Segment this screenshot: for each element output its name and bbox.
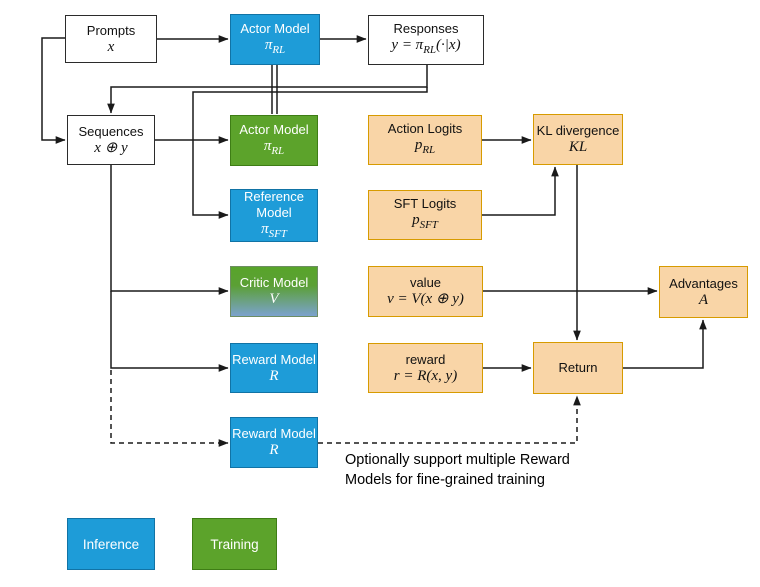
node-actor-model-inference: Actor Model πRL xyxy=(230,14,320,65)
node-math: πRL xyxy=(263,137,285,157)
edge-sftlogits-to-kl xyxy=(482,166,559,216)
node-math: v = V(x ⊕ y) xyxy=(387,291,464,307)
node-math: y = πRL(·|x) xyxy=(391,37,461,56)
node-kl-divergence: KL divergence KL xyxy=(533,114,623,165)
node-math: πSFT xyxy=(261,220,287,240)
edge-prompts-to-sequences xyxy=(41,37,66,144)
node-reward-model: Reward Model R xyxy=(230,343,318,393)
node-label: Critic Model xyxy=(239,275,309,290)
node-label: Actor Model xyxy=(239,121,309,137)
edge-sequences-to-reward xyxy=(110,291,229,372)
node-responses: Responses y = πRL(·|x) xyxy=(368,15,484,65)
legend-training: Training xyxy=(192,518,277,570)
node-reward-model-optional: Reward Model R xyxy=(230,417,318,468)
node-math: pRL xyxy=(414,137,436,156)
node-critic-model: Critic Model V xyxy=(230,266,318,317)
node-math: KL xyxy=(568,139,588,155)
node-label: Advantages xyxy=(669,275,738,291)
node-label: Actor Model xyxy=(240,20,310,36)
node-math: pSFT xyxy=(412,212,438,231)
node-label: Return xyxy=(558,360,598,375)
node-label: Action Logits xyxy=(387,121,463,136)
edge-return-to-advantages xyxy=(623,319,707,369)
node-label: Reward Model xyxy=(232,426,316,441)
node-label: value xyxy=(409,275,442,290)
node-math: A xyxy=(698,291,709,308)
legend-inference: Inference xyxy=(67,518,155,570)
node-prompts: Prompts x xyxy=(65,15,157,63)
node-math: x ⊕ y xyxy=(94,139,128,156)
optional-reward-note: Optionally support multiple Reward Model… xyxy=(345,450,570,490)
node-advantages: Advantages A xyxy=(659,266,748,318)
edge-reward2-to-return-dashed xyxy=(318,395,581,444)
note-line-1: Optionally support multiple Reward xyxy=(345,452,570,468)
node-sft-logits: SFT Logits pSFT xyxy=(368,190,482,240)
note-line-2: Models for fine-grained training xyxy=(345,472,545,488)
node-actor-model-training: Actor Model πRL xyxy=(230,115,318,166)
node-label: Reward Model xyxy=(232,351,316,367)
node-action-logits: Action Logits pRL xyxy=(368,115,482,165)
node-label: reward xyxy=(405,351,446,367)
node-math: πRL xyxy=(264,36,286,56)
node-return: Return xyxy=(533,342,623,394)
node-label: Sequences xyxy=(78,123,144,139)
node-reference-model: Reference Model πSFT xyxy=(230,189,318,242)
node-label: Reference Model xyxy=(244,188,304,220)
node-math: R xyxy=(269,367,279,384)
node-label: KL divergence xyxy=(536,123,620,138)
node-math: R xyxy=(269,442,279,458)
node-math: x xyxy=(107,38,115,55)
node-label: Prompts xyxy=(86,22,136,38)
edge-sequences-to-critic xyxy=(110,165,229,295)
node-math: r = R(x, y) xyxy=(393,367,458,384)
node-value: value v = V(x ⊕ y) xyxy=(368,266,483,317)
node-sequences: Sequences x ⊕ y xyxy=(67,115,155,165)
edge-sequences-to-reward2-dashed xyxy=(110,370,229,447)
node-math: V xyxy=(269,291,279,307)
node-label: SFT Logits xyxy=(393,196,457,211)
node-reward: reward r = R(x, y) xyxy=(368,343,483,393)
edge-responses-to-reference xyxy=(192,87,428,219)
edge-responses-to-sequences xyxy=(107,65,428,114)
node-label: Responses xyxy=(393,21,459,36)
